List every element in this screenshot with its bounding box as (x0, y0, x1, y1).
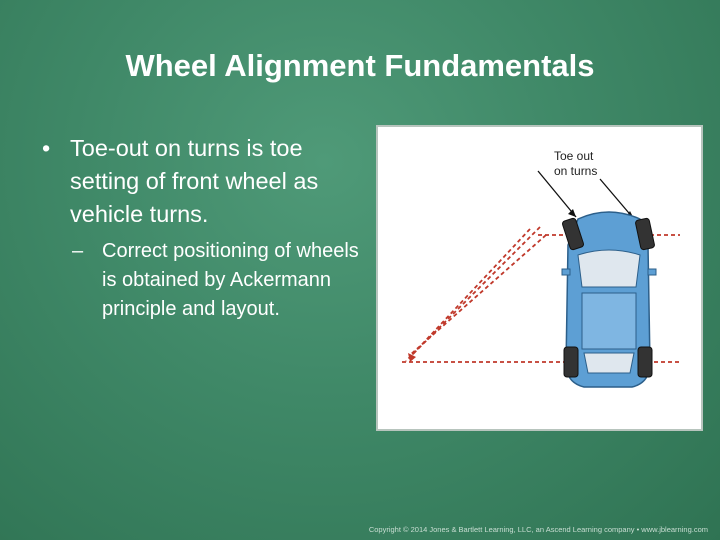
guide-line-right-diagonal (409, 234, 547, 356)
sub-bullet-item: – Correct positioning of wheels is obtai… (70, 237, 362, 324)
toe-out-diagram: Toe out on turns (376, 125, 703, 431)
guide-line-inner-diagonal (405, 226, 541, 362)
sub-bullet-text: Correct positioning of wheels is obtaine… (102, 240, 359, 320)
bullet-list: • Toe-out on turns is toe setting of fro… (42, 132, 362, 324)
turn-center-arrow (408, 353, 416, 362)
bullet-item: • Toe-out on turns is toe setting of fro… (42, 132, 362, 231)
right-mirror (647, 268, 657, 276)
left-mirror (561, 268, 571, 276)
slide-title: Wheel Alignment Fundamentals (125, 48, 595, 83)
bullet-marker: • (42, 135, 51, 161)
rear-left-wheel (563, 346, 579, 378)
rear-right-wheel (637, 346, 653, 378)
guide-line-left-diagonal (411, 228, 531, 356)
toe-out-label-line1: Toe out (554, 149, 594, 163)
wheels (561, 217, 655, 378)
front-left-wheel (561, 217, 585, 251)
leader-arrowhead-left (568, 209, 576, 217)
copyright-notice: Copyright © 2014 Jones & Bartlett Learni… (368, 525, 708, 534)
toe-out-label-line2: on turns (554, 164, 597, 178)
sub-bullet-marker: – (72, 240, 84, 262)
car-body (561, 211, 657, 388)
front-right-wheel (635, 217, 655, 251)
car-illustration: Toe out on turns (402, 149, 680, 388)
bullet-text: Toe-out on turns is toe setting of front… (70, 135, 319, 227)
label-leader-lines (537, 170, 635, 220)
